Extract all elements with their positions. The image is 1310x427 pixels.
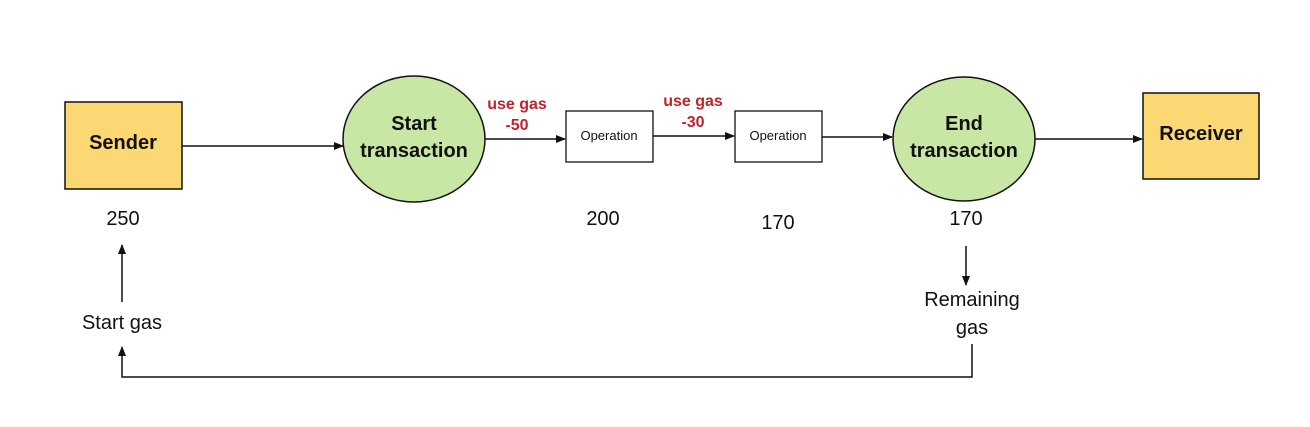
receiver-box [1142,92,1260,180]
start-transaction-label-line2: transaction [360,140,468,162]
remaining-gas-label-line2: gas [956,317,988,339]
sender-gas-value: 250 [106,208,139,230]
gas-cost-2-line1: use gas [663,93,723,110]
gas-cost-2-line2: -30 [681,114,704,131]
sender-label: Sender [89,132,157,154]
operation2-box [734,110,823,163]
operation2-label: Operation [749,128,806,143]
end-transaction-circle [892,76,1036,202]
operation1-box [565,110,654,163]
start-transaction-circle [342,75,486,203]
receiver-label: Receiver [1159,123,1243,145]
end-transaction-gas-value: 170 [949,208,982,230]
operation1-label: Operation [580,128,637,143]
operation2-gas-value: 170 [761,212,794,234]
gas-cost-1-line1: use gas [487,96,547,113]
arrow-remaining-to-start-gas [118,344,973,378]
start-transaction-label-line1: Start [391,113,437,135]
start-gas-label: Start gas [82,312,162,334]
remaining-gas-label-line1: Remaining [924,289,1020,311]
end-transaction-label-line2: transaction [910,140,1018,162]
gas-cost-1-line2: -50 [505,117,528,134]
operation1-gas-value: 200 [586,208,619,230]
end-transaction-label-line1: End [945,113,983,135]
sender-box [64,101,183,190]
